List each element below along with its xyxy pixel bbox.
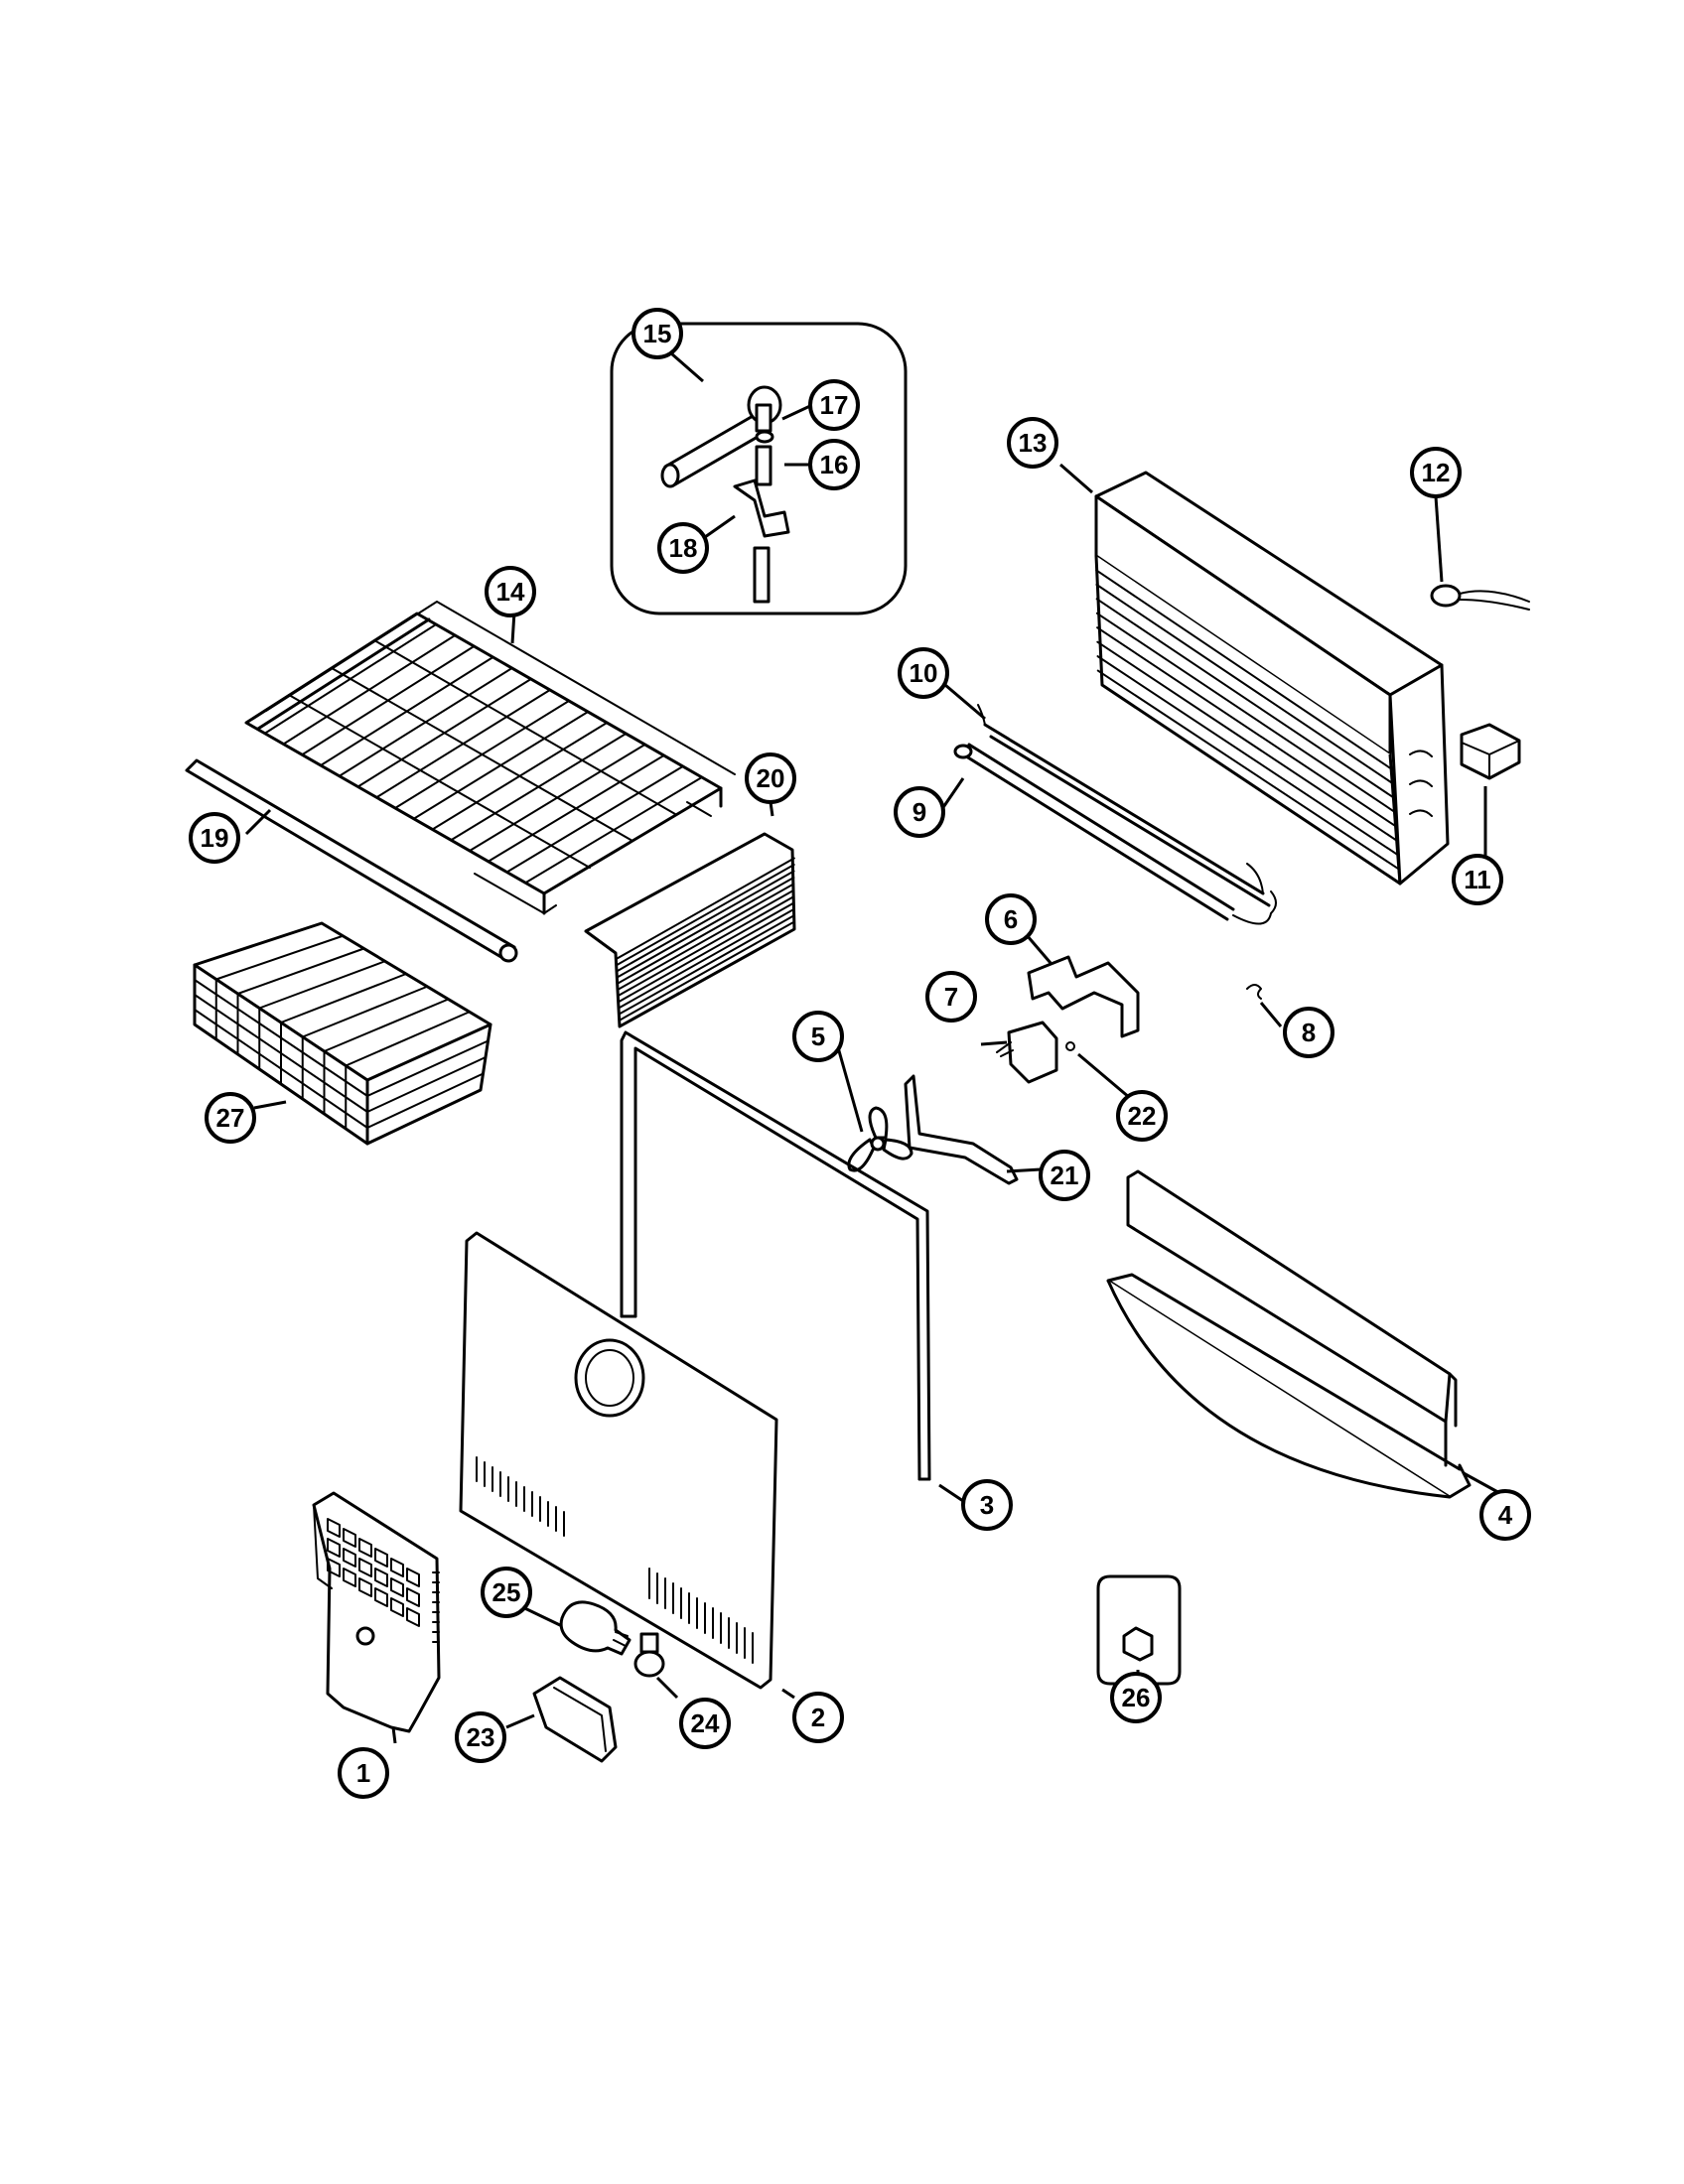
callout-20: 20 bbox=[745, 752, 796, 804]
callout-10: 10 bbox=[898, 647, 949, 699]
part-5-fan-blade bbox=[847, 1106, 913, 1172]
callout-5: 5 bbox=[792, 1011, 844, 1062]
callout-3-label: 3 bbox=[980, 1490, 994, 1520]
callout-19: 19 bbox=[189, 812, 240, 864]
part-24-socket bbox=[633, 1632, 665, 1678]
part-13-evaporator bbox=[1094, 471, 1450, 886]
callout-23-label: 23 bbox=[467, 1722, 495, 1752]
callout-1: 1 bbox=[338, 1747, 389, 1799]
callout-11: 11 bbox=[1452, 854, 1503, 905]
part-14-wire-shelf bbox=[244, 601, 736, 915]
callout-16: 16 bbox=[808, 439, 860, 490]
part-4-duct bbox=[1106, 1169, 1472, 1499]
part-9-heater-rod bbox=[953, 743, 1277, 925]
part-16-sleeve bbox=[755, 445, 772, 486]
callout-24: 24 bbox=[679, 1698, 731, 1749]
callout-9-label: 9 bbox=[912, 797, 926, 827]
callout-18-label: 18 bbox=[669, 533, 698, 563]
callout-16-label: 16 bbox=[820, 450, 849, 479]
callout-12: 12 bbox=[1410, 447, 1462, 498]
part-10-heater-bracket bbox=[977, 704, 1271, 907]
callout-15-label: 15 bbox=[643, 319, 672, 348]
part-27-wire-basket bbox=[193, 921, 492, 1146]
callout-10-label: 10 bbox=[910, 658, 938, 688]
part-8-clip bbox=[1246, 984, 1262, 1000]
callout-18: 18 bbox=[657, 522, 709, 574]
part-26-switch-box bbox=[1096, 1574, 1182, 1686]
callout-8: 8 bbox=[1283, 1007, 1334, 1058]
callout-2: 2 bbox=[792, 1692, 844, 1743]
callout-7-label: 7 bbox=[944, 982, 958, 1012]
part-18-lower-tube bbox=[753, 546, 771, 604]
callout-4-label: 4 bbox=[1498, 1500, 1513, 1530]
callout-4: 4 bbox=[1479, 1489, 1531, 1541]
callout-14-label: 14 bbox=[496, 577, 525, 607]
callout-6: 6 bbox=[985, 893, 1037, 945]
part-18-clip bbox=[733, 478, 790, 538]
part-23-light-shield bbox=[532, 1676, 618, 1763]
callout-6-label: 6 bbox=[1004, 904, 1018, 934]
callout-21-label: 21 bbox=[1051, 1160, 1079, 1190]
inset-detail-box bbox=[610, 322, 908, 615]
callout-7: 7 bbox=[925, 971, 977, 1023]
part-22-washer bbox=[1065, 1041, 1075, 1051]
callout-15: 15 bbox=[632, 308, 683, 359]
callout-26: 26 bbox=[1110, 1672, 1162, 1723]
callout-17-label: 17 bbox=[820, 390, 849, 420]
part-21-bracket bbox=[904, 1074, 1019, 1185]
callout-14: 14 bbox=[485, 566, 536, 617]
callout-13: 13 bbox=[1007, 417, 1058, 469]
part-20-louver-cover bbox=[584, 832, 796, 1028]
part-11-terminal-block bbox=[1460, 723, 1521, 780]
part-12-thermostat bbox=[1430, 584, 1530, 611]
part-19-trim-strip bbox=[185, 758, 518, 963]
callout-9: 9 bbox=[894, 786, 945, 838]
callout-20-label: 20 bbox=[757, 763, 785, 793]
callout-5-label: 5 bbox=[811, 1022, 825, 1051]
callout-3: 3 bbox=[961, 1479, 1013, 1531]
callout-17: 17 bbox=[808, 379, 860, 431]
part-25-light-bulb bbox=[559, 1600, 632, 1656]
callouts: 1 2 3 4 5 6 7 8 9 10 11 12 13 14 15 16 1… bbox=[189, 308, 1531, 1799]
callout-25: 25 bbox=[481, 1567, 532, 1618]
callout-8-label: 8 bbox=[1302, 1018, 1316, 1047]
part-3-gasket bbox=[620, 1030, 931, 1481]
part-2-back-panel bbox=[459, 1231, 778, 1690]
callout-1-label: 1 bbox=[356, 1758, 370, 1788]
callout-27: 27 bbox=[205, 1092, 256, 1144]
part-17-cap bbox=[755, 430, 774, 444]
callout-21: 21 bbox=[1039, 1150, 1090, 1201]
callout-19-label: 19 bbox=[201, 823, 229, 853]
callout-25-label: 25 bbox=[492, 1577, 521, 1607]
part-6-bracket bbox=[1027, 955, 1140, 1038]
callout-24-label: 24 bbox=[691, 1708, 720, 1738]
callout-22: 22 bbox=[1116, 1090, 1168, 1142]
callout-22-label: 22 bbox=[1128, 1101, 1157, 1131]
part-1-air-diffuser bbox=[312, 1491, 441, 1733]
leader-lines bbox=[244, 351, 1504, 1744]
callout-27-label: 27 bbox=[216, 1103, 245, 1133]
callout-13-label: 13 bbox=[1019, 428, 1048, 458]
callout-2-label: 2 bbox=[811, 1703, 825, 1732]
callout-12-label: 12 bbox=[1422, 458, 1451, 487]
callout-26-label: 26 bbox=[1122, 1683, 1151, 1712]
callout-11-label: 11 bbox=[1464, 865, 1491, 894]
part-7-timer bbox=[996, 1021, 1058, 1084]
callout-23: 23 bbox=[455, 1711, 506, 1763]
